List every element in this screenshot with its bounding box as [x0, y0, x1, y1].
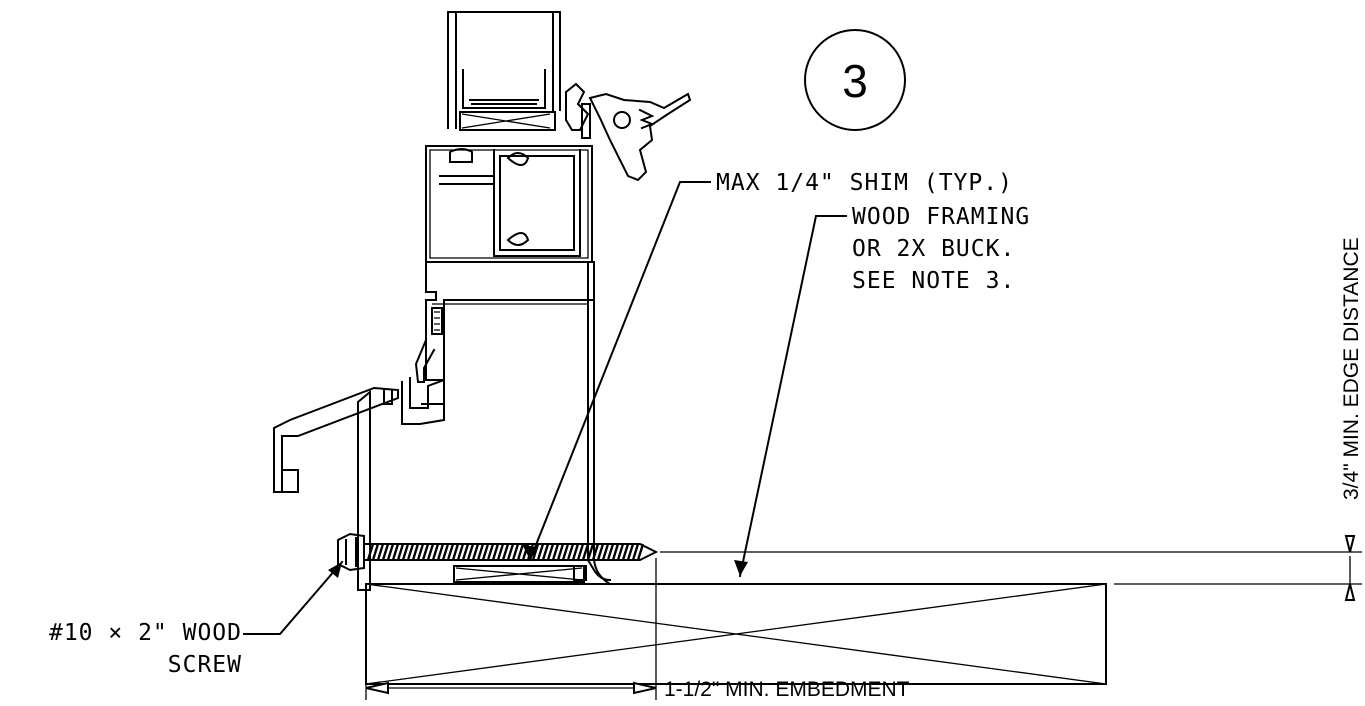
wood-screw	[337, 532, 659, 572]
detail-number: 3	[842, 55, 868, 107]
glazing-bead	[565, 82, 692, 182]
screw-callout: #10 × 2" WOOD SCREW	[49, 560, 344, 678]
sill-flange	[273, 386, 399, 591]
wood-framing-buck	[365, 583, 1107, 685]
edge-distance-dimension: 3/4" MIN. EDGE DISTANCE	[660, 237, 1363, 601]
wood-framing-label-line3: SEE NOTE 3.	[852, 268, 1015, 294]
shim-label: MAX 1/4" SHIM (TYP.)	[716, 170, 1013, 196]
sill-frame-extrusion	[401, 145, 612, 586]
wood-framing-label-line1: WOOD FRAMING	[852, 204, 1030, 230]
wood-framing-callout: WOOD FRAMING OR 2X BUCK. SEE NOTE 3.	[734, 204, 1030, 578]
screw-label-line1: #10 × 2" WOOD	[49, 620, 242, 646]
wood-framing-label-line2: OR 2X BUCK.	[852, 236, 1015, 262]
shim-callout: MAX 1/4" SHIM (TYP.)	[522, 170, 1013, 562]
edge-distance-label: 3/4" MIN. EDGE DISTANCE	[1340, 237, 1363, 500]
screw-label-line2: SCREW	[168, 652, 242, 678]
embedment-label: 1-1/2" MIN. EMBEDMENT	[664, 678, 910, 701]
glass-pane	[447, 11, 561, 131]
embedment-dimension: 1-1/2" MIN. EMBEDMENT	[365, 558, 910, 701]
shim	[453, 565, 585, 583]
detail-callout-bubble: 3	[804, 29, 906, 131]
